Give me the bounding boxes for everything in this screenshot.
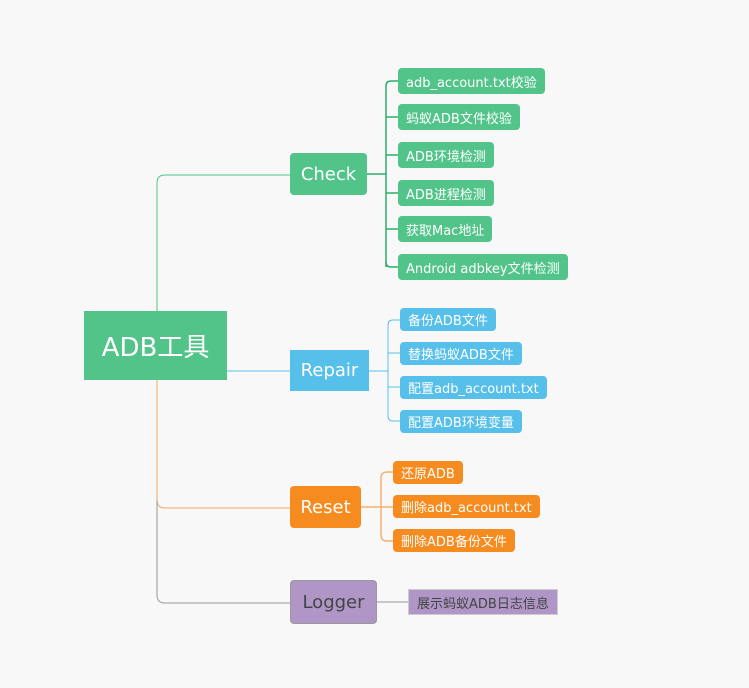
check-item[interactable]: 蚂蚁ADB文件校验 (398, 104, 520, 130)
topic-reset[interactable]: Reset (290, 486, 361, 528)
repair-item[interactable]: 配置ADB环境变量 (400, 410, 522, 433)
topic-repair[interactable]: Repair (290, 350, 369, 391)
check-item[interactable]: adb_account.txt校验 (398, 68, 545, 94)
connector-logger (156, 500, 290, 604)
reset-item[interactable]: 还原ADB (393, 461, 463, 484)
connector-reset (156, 380, 290, 509)
reset-item[interactable]: 删除ADB备份文件 (393, 529, 515, 552)
repair-item[interactable]: 配置adb_account.txt (400, 376, 547, 399)
logger-item[interactable]: 展示蚂蚁ADB日志信息 (408, 589, 558, 615)
topic-logger[interactable]: Logger (290, 580, 377, 624)
check-item[interactable]: Android adbkey文件检测 (398, 254, 568, 280)
repair-item[interactable]: 替换蚂蚁ADB文件 (400, 342, 522, 365)
connector-check (156, 174, 290, 311)
reset-item[interactable]: 删除adb_account.txt (393, 495, 540, 518)
check-item[interactable]: ADB环境检测 (398, 142, 494, 168)
check-item[interactable]: 获取Mac地址 (398, 216, 493, 242)
topic-check[interactable]: Check (290, 153, 367, 195)
root-node[interactable]: ADB工具 (84, 311, 227, 380)
check-item[interactable]: ADB进程检测 (398, 180, 494, 206)
repair-item[interactable]: 备份ADB文件 (400, 308, 496, 331)
